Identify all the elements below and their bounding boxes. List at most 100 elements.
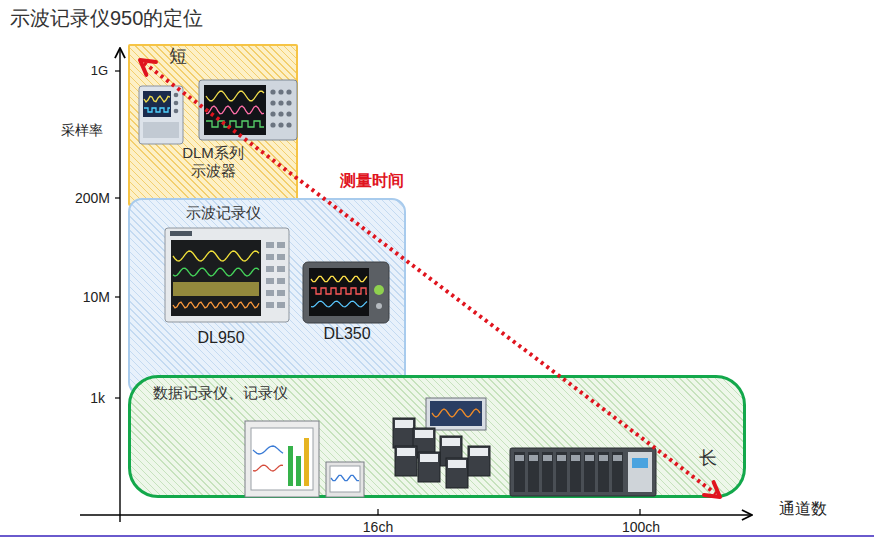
dl950-icon (173, 302, 259, 308)
dl950-icon (173, 251, 259, 261)
oscilloscope-icon (139, 86, 183, 144)
diagram-title: 示波记录仪950的定位 (10, 6, 203, 30)
label-wrap: 1k (90, 390, 105, 407)
device-name: DL950 (197, 328, 244, 347)
dl950-icon (170, 231, 192, 236)
arrow-label: 测量时间 (340, 171, 404, 190)
axes (80, 48, 752, 522)
recorder-icon (296, 456, 301, 486)
label-wrap: 采样率 (61, 122, 103, 139)
axes (80, 514, 752, 515)
logger-rack-icon (556, 452, 567, 492)
oscilloscope-icon (144, 96, 170, 102)
logger-module-icon (395, 420, 413, 428)
recorder-icon (253, 465, 283, 471)
dl950-icon (277, 254, 285, 260)
logger-module-icon (448, 460, 466, 468)
axes (119, 48, 120, 522)
axis-tick-label: 200M (75, 190, 110, 207)
dl950-icon (277, 290, 285, 296)
logger-rack-icon (612, 452, 623, 492)
logger-rack-icon (510, 448, 656, 496)
dl950-icon (266, 278, 274, 284)
logger-rack-icon (514, 452, 525, 492)
label-wrap: 16ch (363, 519, 393, 536)
recorder-icon (326, 462, 364, 497)
oscilloscope-icon (286, 100, 291, 105)
logger-rack-icon (557, 455, 566, 461)
dl950-icon (277, 242, 285, 248)
axis-tick-label: 10M (83, 289, 110, 306)
recorder-icon (253, 446, 283, 454)
dl350-icon (303, 262, 389, 323)
oscilloscope-icon (286, 122, 291, 127)
recorder-icon (251, 428, 313, 490)
dl950-icon (277, 278, 285, 284)
axes (639, 509, 640, 515)
logger-rack-icon (510, 448, 656, 496)
label-wrap: 通道数 (779, 499, 827, 518)
dl950-icon (277, 266, 285, 272)
logger-rack-icon (598, 452, 609, 492)
bottom-rule (0, 536, 874, 537)
recorder-icon (330, 466, 360, 492)
oscilloscope-icon (174, 93, 179, 98)
oscilloscope-icon (270, 111, 275, 116)
region-label: 数据记录仪、记录仪 (153, 384, 288, 402)
dl950-icon (266, 266, 274, 272)
axis-tick-label: 16ch (363, 519, 393, 536)
axis-title: 通道数 (779, 499, 827, 518)
logger-rack-icon (529, 455, 538, 461)
title-wrap: 示波记录仪950的定位 (10, 6, 203, 30)
dl350-icon (311, 276, 367, 281)
logger-rack-icon (599, 455, 608, 461)
logger-module-icon (430, 401, 482, 426)
label-wrap: 短 (169, 46, 187, 68)
axis-title: 采样率 (61, 122, 103, 139)
axis-tick-label: 1k (90, 390, 105, 407)
dl950-icon (266, 290, 274, 296)
logger-rack-icon (585, 455, 594, 461)
region-label: DLM系列 示波器 (178, 144, 248, 180)
bottom-rule (0, 535, 874, 537)
arrow-end-label: 长 (699, 448, 717, 470)
recorder-icon (326, 462, 364, 497)
dl950-icon (266, 254, 274, 260)
oscilloscope-icon (270, 122, 275, 127)
logger-module-icon (426, 398, 486, 430)
oscilloscope-icon (286, 89, 291, 94)
logger-rack-icon (528, 452, 539, 492)
measurement-time-arrow (140, 60, 156, 75)
logger-module-icon (432, 409, 480, 417)
axes (115, 70, 120, 71)
logger-rack-icon (571, 455, 580, 461)
oscilloscope-icon (278, 122, 283, 127)
logger-module-icon (470, 448, 488, 456)
axes (377, 509, 378, 515)
oscilloscope-icon (174, 101, 179, 106)
axis-tick-label: 1G (91, 63, 108, 79)
arrow-end-label: 短 (169, 46, 187, 68)
logger-module-icon (418, 452, 440, 482)
label-wrap: 10M (83, 289, 110, 306)
device-name: DL350 (323, 324, 370, 343)
label-wrap: 100ch (622, 519, 660, 536)
dl950-icon (266, 302, 274, 308)
oscilloscope-icon (206, 91, 264, 101)
oscilloscope-icon (199, 80, 297, 140)
oscilloscope-icon (143, 91, 171, 117)
oscilloscope-icon (206, 106, 264, 114)
recorder-icon (288, 446, 293, 486)
measurement-time-arrow (704, 482, 720, 497)
dl350-icon (309, 268, 369, 316)
oscilloscope-icon (204, 85, 266, 135)
dl950-icon (165, 228, 289, 322)
oscilloscope-icon (174, 109, 179, 114)
dl950-icon (165, 228, 289, 322)
measurement-time-arrow (140, 60, 720, 497)
recorder-icon (245, 421, 319, 497)
logger-module-icon (397, 448, 415, 456)
oscilloscope-icon (206, 121, 264, 127)
dl350-icon (376, 303, 382, 309)
